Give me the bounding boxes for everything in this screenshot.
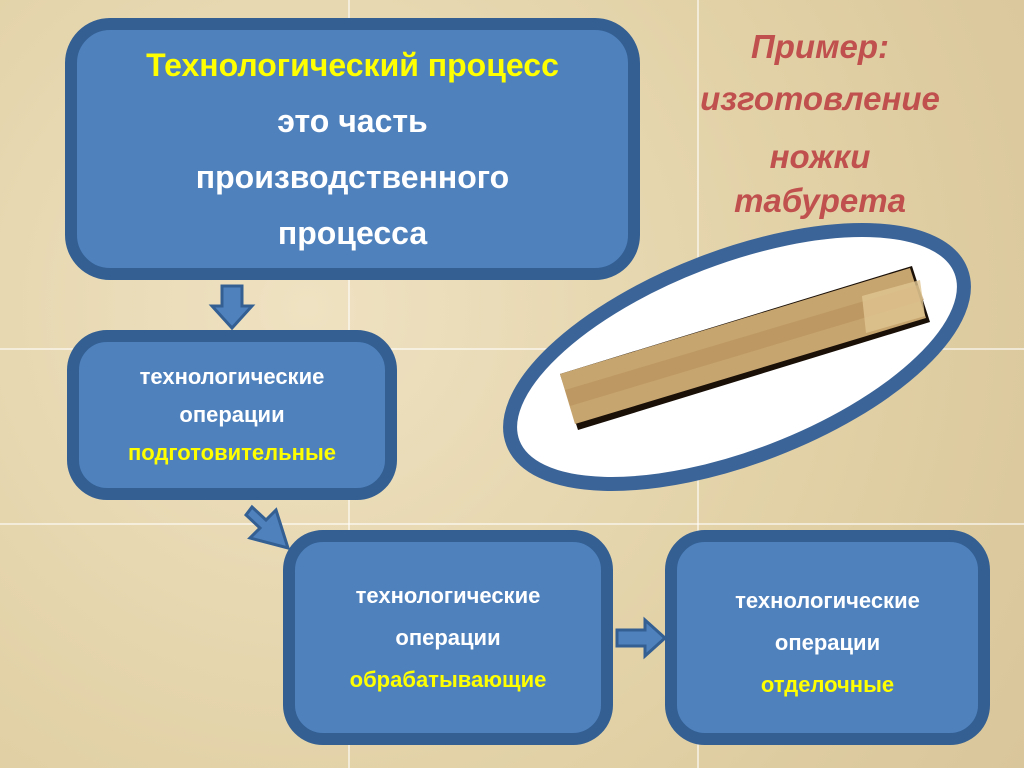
arrow-diagonal-icon	[243, 504, 291, 551]
finishing-operations-box: технологические операции отделочные	[665, 530, 990, 745]
box-line: технологические	[139, 364, 325, 389]
grid-line	[0, 523, 1024, 525]
main-line: производственного	[195, 159, 510, 195]
box-line: технологические	[735, 588, 920, 613]
grid-line	[0, 348, 1024, 350]
box-highlight: подготовительные	[128, 440, 336, 465]
example-line: ножки	[769, 138, 871, 175]
box-line: операции	[395, 624, 501, 650]
main-process-box: Технологический процесс это часть произв…	[65, 18, 640, 280]
box-line: операции	[774, 630, 881, 655]
box-highlight: отделочные	[760, 672, 895, 697]
box-line: операции	[179, 402, 285, 427]
arrow-down-icon	[208, 284, 256, 331]
processing-operations-box: технологические операции обрабатывающие	[283, 530, 613, 745]
box-line: технологические	[355, 582, 541, 608]
arrow-right-icon	[615, 616, 668, 660]
example-line: табурета	[734, 182, 906, 219]
example-line: изготовление	[700, 80, 940, 117]
main-title: Технологический процесс	[146, 47, 559, 83]
box-highlight: обрабатывающие	[349, 666, 547, 692]
example-label: Пример:	[751, 28, 889, 65]
stool-leg-image	[560, 266, 930, 430]
main-line: это часть	[277, 103, 428, 139]
prep-operations-box: технологические операции подготовительны…	[67, 330, 397, 500]
main-line: процесса	[277, 215, 428, 251]
